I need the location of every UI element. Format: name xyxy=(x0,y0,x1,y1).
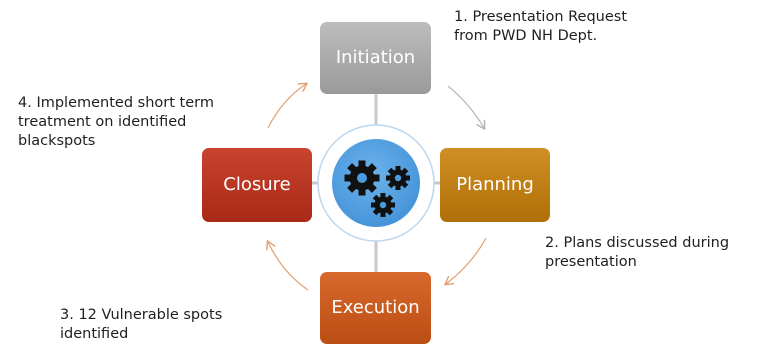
arrow-initiation-to-planning xyxy=(447,85,484,128)
stage-planning-label: Planning xyxy=(456,174,534,195)
note-closure-line: 4. Implemented short term xyxy=(18,95,214,111)
note-closure-line: treatment on identified xyxy=(18,114,187,130)
note-execution: 3. 12 Vulnerable spots identified xyxy=(60,306,222,344)
arrow-closure-to-initiation xyxy=(267,84,306,129)
note-initiation-line: from PWD NH Dept. xyxy=(454,28,598,44)
note-execution-line: identified xyxy=(60,326,129,342)
stage-planning-box xyxy=(440,148,550,222)
note-initiation-line: 1. Presentation Request xyxy=(454,9,628,25)
stage-initiation-label: Initiation xyxy=(335,47,416,68)
note-closure: 4. Implemented short term treatment on i… xyxy=(18,94,214,151)
center-hub xyxy=(317,124,435,242)
note-initiation: 1. Presentation Request from PWD NH Dept… xyxy=(454,8,627,46)
note-execution-line: 3. 12 Vulnerable spots xyxy=(60,307,223,323)
arrow-execution-to-closure xyxy=(268,242,309,291)
stage-execution-box xyxy=(320,272,431,344)
note-planning: 2. Plans discussed during presentation xyxy=(545,234,729,272)
note-planning-line: 2. Plans discussed during xyxy=(545,235,730,251)
note-planning-line: presentation xyxy=(545,254,637,270)
stage-initiation-box xyxy=(320,22,431,94)
stage-closure-label: Closure xyxy=(223,174,291,195)
stage-closure-box xyxy=(202,148,312,222)
stage-execution-label: Execution xyxy=(331,297,420,318)
arrow-planning-to-execution xyxy=(446,237,487,284)
note-closure-line: blackspots xyxy=(18,133,96,149)
